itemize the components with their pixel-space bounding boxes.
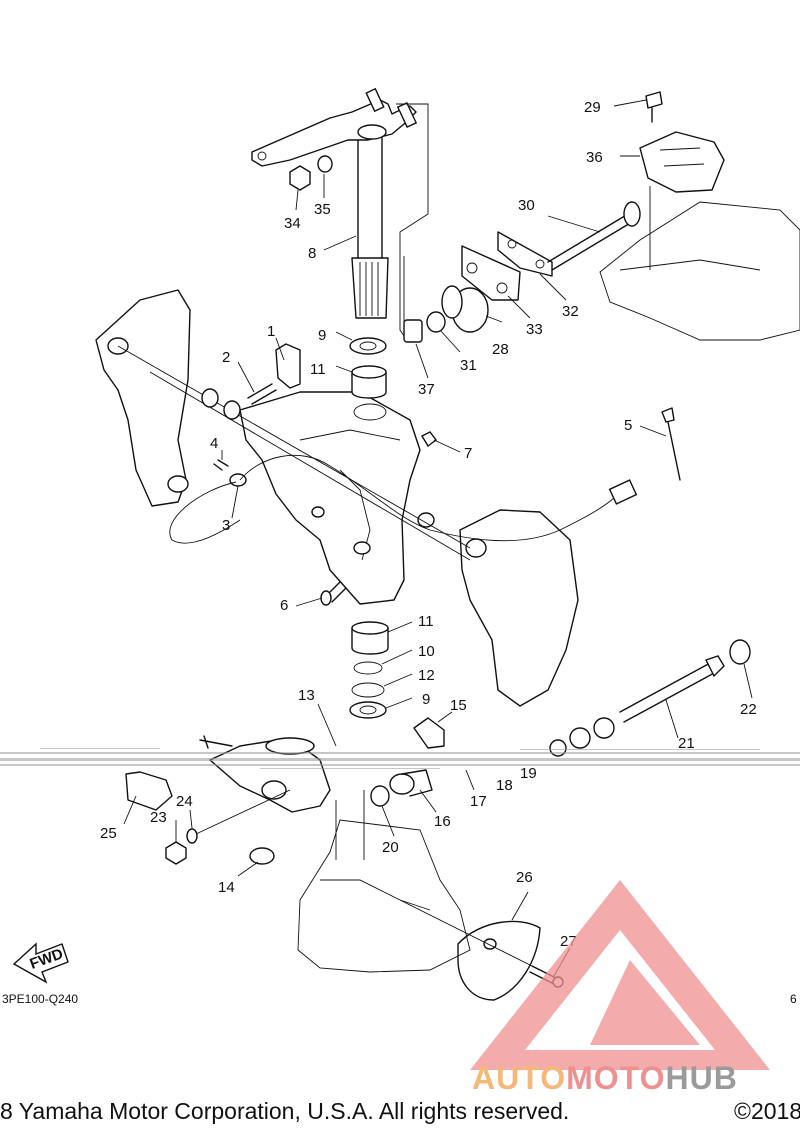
callout-11-lower: 11	[418, 613, 434, 630]
callout-25: 25	[100, 825, 117, 842]
steering-bracket-13	[209, 737, 331, 813]
screw-4	[213, 459, 229, 471]
washer-9-lower	[349, 701, 387, 719]
powerhead-outline	[599, 201, 800, 341]
nut-34	[289, 165, 311, 191]
callout-20: 20	[382, 839, 399, 856]
washer-a	[593, 717, 615, 739]
drawing-code-left: 3PE100-Q240	[2, 992, 79, 1006]
bushing-11-upper	[351, 365, 387, 399]
callout-16: 16	[434, 813, 451, 830]
callout-35: 35	[314, 201, 331, 218]
callout-26: 26	[516, 869, 533, 886]
callout-37: 37	[418, 381, 435, 398]
steering-arm	[251, 87, 418, 167]
callout-15: 15	[450, 697, 467, 714]
copyright-year: ©2018	[734, 1098, 800, 1124]
cable-tie-5	[661, 407, 681, 481]
mount-cover-36	[639, 131, 725, 193]
bushing-11-lower	[351, 621, 389, 655]
callout-31: 31	[460, 357, 477, 374]
bolt-21	[619, 661, 717, 723]
o-ring-10	[353, 661, 383, 675]
callout-9-upper: 9	[318, 327, 326, 344]
bolt-30	[547, 213, 633, 271]
callout-9-lower: 9	[422, 691, 430, 708]
collar-20	[370, 785, 390, 807]
callout-1: 1	[267, 323, 275, 340]
callout-3: 3	[222, 517, 230, 534]
washer-24	[186, 828, 198, 844]
callout-29: 29	[584, 99, 601, 116]
washer-12	[351, 682, 385, 698]
callout-23: 23	[150, 809, 167, 826]
copyright-text: 8 Yamaha Motor Corporation, U.S.A. All r…	[0, 1098, 570, 1124]
callout-22: 22	[740, 701, 757, 718]
fwd-arrow-icon: FWD	[12, 942, 69, 984]
bushing	[201, 388, 219, 408]
connector	[608, 479, 638, 505]
callout-6: 6	[280, 597, 288, 614]
callout-8: 8	[308, 245, 316, 262]
clip-14	[249, 847, 275, 865]
clamp-bracket-right	[417, 509, 579, 707]
collar-37	[403, 319, 423, 343]
callout-14: 14	[218, 879, 235, 896]
washer-31	[426, 311, 446, 333]
leader-lines	[123, 99, 753, 977]
automotohub-logo	[470, 880, 770, 1070]
part-16	[389, 769, 433, 797]
callout-33: 33	[526, 321, 543, 338]
tilt-tube-line	[117, 345, 471, 549]
scan-noise-band	[0, 748, 800, 769]
steering-shaft	[351, 103, 429, 337]
washer-9-upper	[349, 337, 387, 355]
callout-17: 17	[470, 793, 487, 810]
drawing-code-right: 6	[790, 992, 797, 1006]
callout-30: 30	[518, 197, 535, 214]
mount-bracket-33	[461, 245, 521, 301]
grease-nipple-7	[421, 431, 437, 448]
callout-13: 13	[298, 687, 315, 704]
callout-2: 2	[222, 349, 230, 366]
callout-28: 28	[492, 341, 509, 358]
part-25	[125, 771, 173, 811]
callout-24: 24	[176, 793, 193, 810]
callout-19: 19	[520, 765, 537, 782]
watermark-auto: AUTO	[472, 1060, 567, 1096]
swivel-bracket	[239, 391, 421, 605]
rubber-mount-28	[441, 285, 489, 333]
watermark-moto: MOTO	[566, 1060, 666, 1096]
watermark-text: AUTOMOTOHUB	[472, 1060, 738, 1097]
wire-harness	[239, 454, 615, 542]
callout-21: 21	[678, 735, 695, 752]
bolt-29	[645, 91, 663, 123]
mount-bracket-32	[497, 231, 553, 277]
bracket-1	[275, 343, 301, 389]
callout-5: 5	[624, 417, 632, 434]
collar-22	[729, 639, 751, 665]
callout-34: 34	[284, 215, 301, 232]
watermark-hub: HUB	[665, 1060, 738, 1096]
callout-32: 32	[562, 303, 579, 320]
callout-36: 36	[586, 149, 603, 166]
clamp-bracket-left	[95, 289, 191, 507]
nut-23	[165, 841, 187, 865]
callout-10: 10	[418, 643, 435, 660]
callout-7: 7	[464, 445, 472, 462]
callout-12: 12	[418, 667, 435, 684]
callout-18: 18	[496, 777, 513, 794]
washer-b	[569, 727, 591, 749]
part-15	[413, 717, 445, 749]
callout-4: 4	[210, 435, 218, 452]
anode-26	[457, 920, 541, 1001]
callouts: 1 2 3 4 5 6 7 8 9 11 11 10 12 9 13 15 16…	[100, 99, 757, 950]
lower-casing	[297, 819, 471, 973]
bolt-2	[247, 383, 277, 405]
washer-35	[317, 155, 333, 173]
callout-11-upper: 11	[310, 361, 326, 378]
